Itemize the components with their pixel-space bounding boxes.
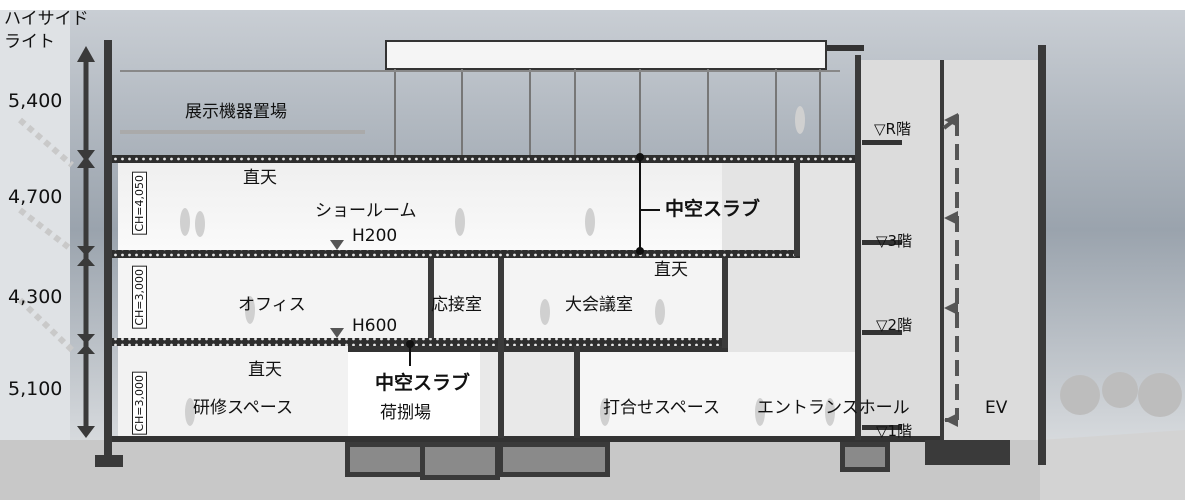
slab-callout-upper <box>639 157 660 251</box>
dim-label-5100: 5,100 <box>8 378 63 400</box>
dim-label-4300: 4,300 <box>8 286 63 308</box>
reception-interior <box>428 258 500 338</box>
ceiling-height-tag: CH=3,000 <box>132 266 147 329</box>
meeting-space-label: 打合せスペース <box>603 398 720 418</box>
loading-area-label: 荷捌場 <box>380 403 431 423</box>
high-side-light-label-line1: ハイサイド <box>4 9 89 29</box>
exposed-ceiling-label: 直天 <box>243 168 277 188</box>
conference-interior <box>500 258 722 338</box>
floor-level-roof: ▽R階 <box>874 120 911 138</box>
ground-slab <box>110 436 940 442</box>
entrance-hall-label: エントランスホール <box>757 398 910 418</box>
foundation <box>345 440 1010 480</box>
dim-label-5400: 5,400 <box>8 90 63 112</box>
structural-walls <box>95 40 1046 467</box>
floor-level-2: ▽2階 <box>876 316 913 334</box>
high-side-light-label-line2: ライト <box>4 32 55 52</box>
loading-interior <box>348 352 480 436</box>
hollow-slab-callout-lower: 中空スラブ <box>375 372 471 394</box>
exhibit-storage-label: 展示機器置場 <box>185 102 287 122</box>
showroom-label: ショールーム <box>315 201 417 221</box>
office-label: オフィス <box>238 295 306 315</box>
reception-room-label: 応接室 <box>431 295 482 315</box>
h200-label: H200 <box>352 226 398 246</box>
training-space-label: 研修スペース <box>193 398 293 418</box>
meeting-interior <box>576 352 856 436</box>
canopy-columns <box>394 69 821 155</box>
floor-level-1: ▽1階 <box>876 422 913 440</box>
exposed-ceiling-label: 直天 <box>248 360 282 380</box>
stair-interior <box>480 352 576 436</box>
conference-room-label: 大会議室 <box>565 295 633 315</box>
hollow-slab-callout-upper: 中空スラブ <box>665 198 761 220</box>
elevator-label: EV <box>985 398 1008 418</box>
exposed-ceiling-label: 直天 <box>654 260 688 280</box>
dim-label-4700: 4,700 <box>8 186 63 208</box>
third-floor-slab <box>110 250 800 258</box>
ceiling-height-tag: CH=3,000 <box>132 372 147 435</box>
showroom-interior <box>118 162 798 250</box>
trees <box>1060 372 1182 417</box>
people-silhouettes <box>180 106 835 426</box>
training-interior <box>118 346 348 436</box>
ceiling-height-tag: CH=4,050 <box>132 172 147 235</box>
office-interior <box>118 258 428 338</box>
h600-label: H600 <box>352 316 398 336</box>
second-floor-slab <box>110 338 728 346</box>
roof-canopy <box>385 40 827 70</box>
roof-slab <box>110 155 860 163</box>
floor-level-3: ▽3階 <box>876 232 913 250</box>
